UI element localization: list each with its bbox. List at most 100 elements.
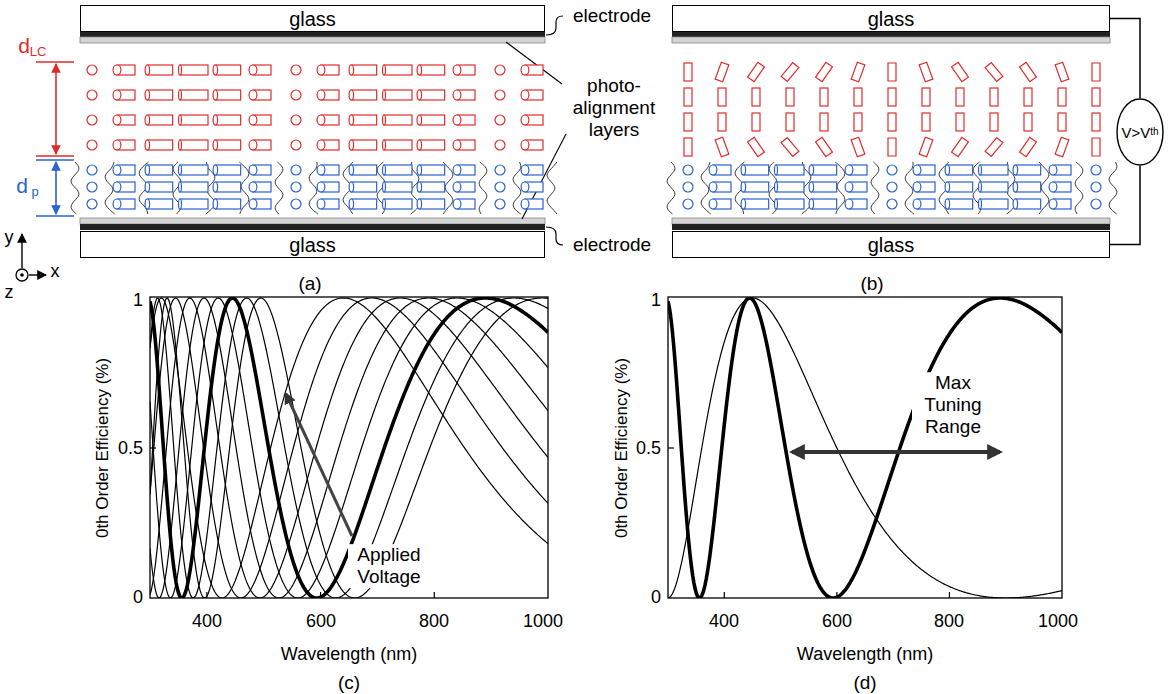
- molecule: [349, 182, 354, 192]
- molecule: [743, 182, 768, 192]
- tick: [724, 592, 725, 598]
- molecule: [1091, 199, 1101, 209]
- molecule: [383, 115, 386, 125]
- molecule: [980, 182, 1008, 192]
- molecule: [349, 90, 354, 100]
- molecule: [351, 199, 376, 209]
- dimension-subscript: p: [31, 185, 38, 200]
- molecule: [820, 88, 828, 106]
- molecule: [820, 113, 828, 131]
- polymer-network: [769, 162, 777, 214]
- molecule: [888, 88, 896, 106]
- molecule: [179, 65, 182, 75]
- molecule: [147, 115, 172, 125]
- molecule: [683, 199, 693, 209]
- molecule: [1058, 113, 1066, 131]
- molecule: [709, 182, 717, 192]
- molecule: [419, 65, 444, 75]
- molecule: [521, 65, 529, 75]
- molecule: [383, 90, 386, 100]
- voltage-source: V>Vth: [1116, 98, 1164, 166]
- molecule: [383, 65, 386, 75]
- molecule: [453, 140, 461, 150]
- molecule: [145, 115, 150, 125]
- molecule: [887, 165, 897, 175]
- molecule: [715, 137, 729, 157]
- molecule: [811, 182, 836, 192]
- dimension-tick: [36, 215, 74, 216]
- molecule: [179, 199, 182, 209]
- molecule: [453, 165, 461, 175]
- polymer-network: [939, 162, 949, 214]
- part-label: electrode: [573, 234, 651, 256]
- molecule: [349, 65, 354, 75]
- spectrum: [150, 298, 548, 598]
- source-outline: [1117, 99, 1163, 165]
- spectra-curves: [150, 298, 548, 598]
- axis-title: 0th Order Efficiency (%): [93, 358, 113, 538]
- molecule: [249, 140, 257, 150]
- tick: [668, 447, 674, 448]
- polymer-network: [1075, 162, 1083, 214]
- molecule: [913, 199, 921, 209]
- tick-label: 1000: [1038, 611, 1078, 632]
- molecule: [1092, 138, 1100, 156]
- tick: [949, 592, 950, 598]
- molecule: [781, 138, 799, 157]
- molecule: [684, 88, 692, 106]
- molecule: [383, 199, 386, 209]
- axis-ticks: [150, 448, 949, 598]
- molecule: [979, 182, 982, 192]
- molecule: [147, 90, 172, 100]
- molecule: [811, 165, 836, 175]
- molecule: [215, 90, 240, 100]
- axis-name: y: [5, 227, 14, 248]
- dimension-tick: [36, 159, 74, 160]
- node-label: glass: [289, 9, 336, 29]
- leader-line: [522, 134, 566, 219]
- molecule: [718, 88, 726, 106]
- dimension-subscript: LC: [30, 45, 47, 60]
- polymer-network: [377, 162, 385, 214]
- node-subscript: th: [1150, 127, 1158, 137]
- molecule: [249, 165, 257, 175]
- molecule: [180, 115, 208, 125]
- molecule: [419, 90, 444, 100]
- spectrum: [150, 298, 548, 598]
- molecule: [495, 199, 505, 209]
- molecule: [145, 182, 150, 192]
- molecule: [743, 199, 768, 209]
- molecule: [752, 113, 760, 131]
- tick: [150, 447, 156, 448]
- molecule: [947, 165, 972, 175]
- molecule: [213, 140, 218, 150]
- molecule: [417, 199, 422, 209]
- electrode-bracket: [546, 16, 563, 35]
- panel-label: (c): [338, 672, 360, 694]
- molecule: [985, 138, 1003, 157]
- molecule: [180, 90, 208, 100]
- molecule: [1020, 62, 1037, 81]
- molecule: [419, 140, 444, 150]
- molecule: [384, 182, 412, 192]
- molecule: [317, 199, 325, 209]
- molecule: [683, 165, 693, 175]
- molecule: [249, 182, 257, 192]
- molecule: [419, 199, 444, 209]
- molecule: [291, 90, 301, 100]
- molecule: [147, 199, 172, 209]
- molecule: [383, 140, 386, 150]
- molecule: [215, 182, 240, 192]
- plot-frame: [668, 297, 1062, 598]
- molecule: [180, 140, 208, 150]
- molecule: [249, 65, 257, 75]
- molecule: [495, 140, 505, 150]
- glass-plate: glass: [672, 5, 1110, 32]
- molecule: [1055, 137, 1069, 157]
- polymer-network: [973, 162, 981, 214]
- tick: [206, 592, 207, 598]
- alignment-layer: [672, 218, 1110, 224]
- molecule: [811, 199, 836, 209]
